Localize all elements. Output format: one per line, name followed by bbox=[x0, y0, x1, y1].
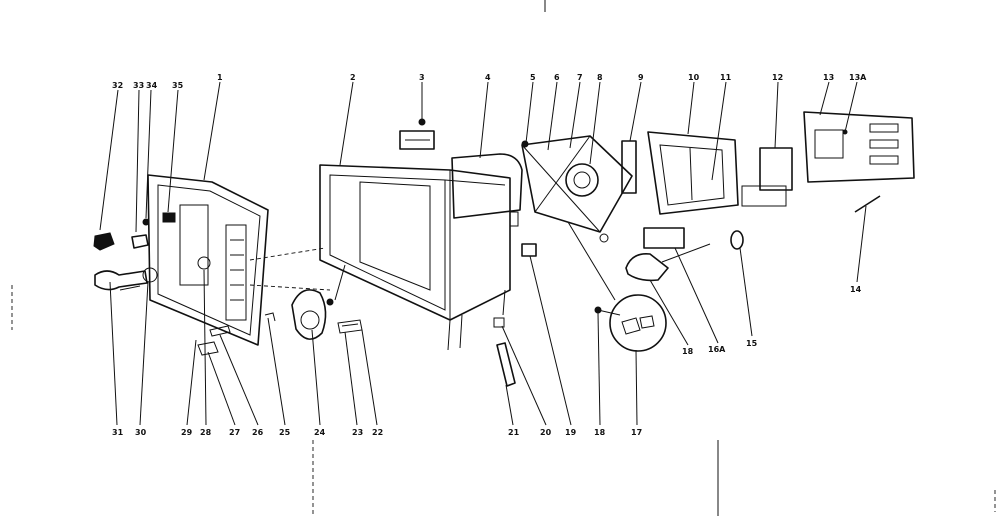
callout-21: 21 bbox=[508, 428, 520, 437]
callout-5: 5 bbox=[530, 73, 536, 82]
callout-17: 17 bbox=[631, 428, 642, 437]
callout-10: 10 bbox=[688, 73, 700, 82]
callout-22: 22 bbox=[372, 428, 383, 437]
callout-12: 12 bbox=[772, 73, 783, 82]
cabinet-part-2 bbox=[319, 164, 519, 351]
callout-27: 27 bbox=[229, 428, 240, 437]
callout-labels: 32 33 34 35 1 2 3 4 5 6 7 8 9 10 11 12 1… bbox=[112, 73, 867, 437]
callout-19: 19 bbox=[565, 428, 577, 437]
callout-1: 1 bbox=[217, 73, 223, 82]
front-bezel-part-1 bbox=[147, 174, 331, 346]
callout-20: 20 bbox=[540, 428, 552, 437]
speaker-and-hardware bbox=[197, 289, 363, 356]
callout-25: 25 bbox=[279, 428, 291, 437]
callout-35: 35 bbox=[172, 81, 184, 90]
leader-lines bbox=[99, 81, 867, 426]
callout-14: 14 bbox=[850, 285, 862, 294]
callout-9: 9 bbox=[638, 73, 644, 82]
small-parts-19-21 bbox=[493, 221, 616, 387]
bracket-part-3 bbox=[399, 118, 435, 150]
callout-6: 6 bbox=[554, 73, 560, 82]
shield-part-9 bbox=[621, 140, 637, 194]
knob-part-15 bbox=[730, 230, 744, 250]
lead-part-14 bbox=[854, 195, 881, 213]
callout-15: 15 bbox=[746, 339, 758, 348]
callout-8: 8 bbox=[597, 73, 603, 82]
callout-26: 26 bbox=[252, 428, 264, 437]
back-cover-part-4 bbox=[451, 153, 523, 219]
detail-circle-parts-16-17 bbox=[594, 294, 667, 352]
callout-30: 30 bbox=[135, 428, 147, 437]
callout-23: 23 bbox=[352, 428, 363, 437]
page-guide-lines bbox=[11, 0, 996, 516]
callout-11: 11 bbox=[720, 73, 732, 82]
tuner-parts-16a-18 bbox=[625, 227, 711, 282]
control-knobs-group bbox=[93, 212, 211, 291]
chassis-parts-10-11 bbox=[647, 131, 739, 215]
callout-18-lower: 18 bbox=[594, 428, 606, 437]
callout-32: 32 bbox=[112, 81, 123, 90]
callout-16a: 16A bbox=[708, 345, 726, 354]
callout-3: 3 bbox=[419, 73, 425, 82]
callout-2: 2 bbox=[350, 73, 356, 82]
callout-31: 31 bbox=[112, 428, 124, 437]
callout-33: 33 bbox=[133, 81, 144, 90]
callout-18-upper: 18 bbox=[682, 347, 694, 356]
callout-29: 29 bbox=[181, 428, 193, 437]
callout-4: 4 bbox=[485, 73, 491, 82]
callout-13: 13 bbox=[823, 73, 834, 82]
callout-28: 28 bbox=[200, 428, 212, 437]
circuit-board-parts-13-13a bbox=[803, 111, 915, 183]
callout-13a: 13A bbox=[849, 73, 867, 82]
callout-34: 34 bbox=[146, 81, 158, 90]
callout-24: 24 bbox=[314, 428, 326, 437]
picture-tube-parts-5-8 bbox=[521, 135, 633, 243]
callout-7: 7 bbox=[577, 73, 583, 82]
transformer-part-12 bbox=[741, 147, 793, 207]
